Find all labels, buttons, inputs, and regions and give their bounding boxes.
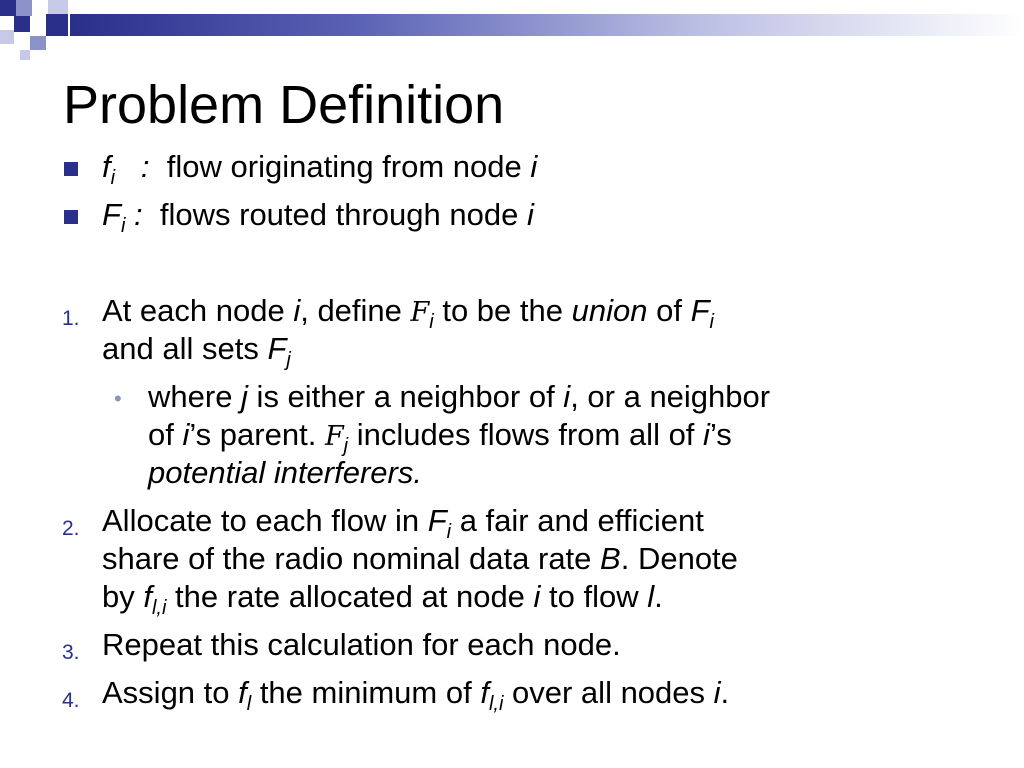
step-2-line-3: by fl,i the rate allocated at node i to …: [102, 579, 663, 619]
deco-square: [0, 0, 16, 16]
deco-square: [20, 50, 30, 60]
page-title: Problem Definition: [63, 75, 505, 135]
step-number: 1.: [62, 307, 80, 330]
sub-bullet-line-3: potential interferers.: [148, 455, 422, 490]
step-number: 3.: [62, 641, 80, 664]
step-number: 2.: [62, 517, 80, 540]
deco-square: [14, 16, 30, 32]
step-2-line-2: share of the radio nominal data rate B. …: [102, 541, 738, 576]
sub-bullet-dot-icon: •: [114, 386, 122, 411]
deco-square: [16, 0, 32, 16]
step-number: 4.: [62, 689, 80, 712]
bullet-square-icon: [64, 210, 78, 224]
step-1-line-2: and all sets Fj: [102, 331, 291, 371]
deco-square: [0, 30, 14, 44]
bullet-square-icon: [64, 162, 78, 176]
sub-bullet-line-1: where j is either a neighbor of i, or a …: [148, 379, 771, 414]
definition-item: Fi : flows routed through node i: [102, 197, 534, 237]
sub-bullet-line-2: of i’s parent. Fj includes flows from al…: [148, 417, 732, 457]
header-gradient-bar: [70, 14, 1024, 36]
step-1-line-1: At each node i, define Fi to be the unio…: [102, 293, 714, 333]
deco-square: [30, 36, 46, 50]
deco-square: [46, 14, 68, 36]
step-4-line-1: Assign to fl the minimum of fl,i over al…: [102, 675, 730, 715]
step-2-line-1: Allocate to each flow in Fi a fair and e…: [102, 503, 704, 543]
step-3-line-1: Repeat this calculation for each node.: [102, 627, 621, 662]
definition-item: fi : flow originating from node i: [102, 149, 538, 189]
deco-square: [48, 0, 68, 14]
